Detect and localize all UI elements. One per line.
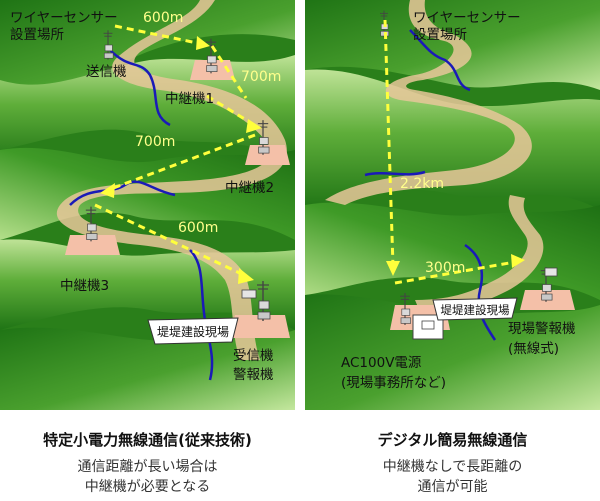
left-distance-label-1: 600m bbox=[143, 10, 183, 26]
site-office-window-icon bbox=[421, 320, 435, 330]
direct-link-arrow bbox=[383, 19, 395, 267]
right-caption-title: デジタル簡易無線通信 bbox=[377, 431, 528, 449]
left-mountain-road bbox=[56, 0, 287, 360]
relay2-label: 中継機2 bbox=[225, 180, 274, 196]
hop3-arrowhead-icon bbox=[100, 183, 115, 198]
right-caption-description: 中継機なしで長距離の 通信が可能 bbox=[305, 457, 600, 497]
right-mountain-road-upper bbox=[325, 0, 532, 205]
right-terrain-illustration: ワイヤーセンサー設置場所 現場警報機 (無線式) AC100V電源 (現場事務所など… bbox=[305, 0, 600, 410]
left-construction-site-sign bbox=[147, 317, 239, 345]
hop2-arrow bbox=[210, 45, 248, 99]
left-hill-middle bbox=[0, 147, 295, 240]
relay1-label: 中継機1 bbox=[165, 91, 214, 107]
label-line: AC100V電源 bbox=[341, 355, 422, 371]
right-sensor-site-label: ワイヤーセンサー設置場所 bbox=[413, 10, 521, 43]
receiver-label: 受信機警報機 bbox=[233, 348, 274, 383]
label-line: 現場警報機 bbox=[508, 321, 576, 337]
hop2b-arrow bbox=[206, 94, 257, 128]
left-panel-scene: ワイヤーセンサー設置場所 送信機 中継機1 中継機2 中継機3 受信機警報機 6… bbox=[0, 0, 295, 410]
left-hill-bottom bbox=[0, 327, 295, 410]
power-source-label: AC100V電源 (現場事務所など) bbox=[341, 355, 446, 391]
hop4-arrow bbox=[94, 203, 247, 278]
transmitter-label: 送信機 bbox=[86, 64, 127, 80]
right-hill-upper bbox=[305, 69, 600, 211]
right-distance-label-2: 300m bbox=[425, 260, 465, 276]
relay2-pad bbox=[245, 145, 290, 165]
left-river-upper bbox=[109, 49, 171, 127]
relay3-label: 中継機3 bbox=[60, 278, 109, 294]
label-line: 受信機 bbox=[233, 348, 274, 364]
left-caption-line-2: 中継機が必要となる bbox=[84, 479, 211, 495]
right-river-middle bbox=[364, 170, 426, 177]
left-river-middle bbox=[69, 180, 176, 206]
left-terrain-illustration: ワイヤーセンサー設置場所 送信機 中継機1 中継機2 中継機3 受信機警報機 6… bbox=[0, 0, 295, 410]
hop4-arrowhead-icon bbox=[238, 268, 254, 284]
left-distance-label-3: 700m bbox=[135, 134, 175, 150]
label-line: 設置場所 bbox=[413, 27, 467, 43]
left-sensor-site-label: ワイヤーセンサー設置場所 bbox=[10, 10, 118, 43]
left-hill-upper bbox=[0, 55, 295, 165]
relay3-pad bbox=[65, 235, 120, 255]
hop2-arrowhead-icon bbox=[246, 119, 262, 133]
right-distance-label-1: 2.2km bbox=[400, 176, 444, 192]
left-caption-title: 特定小電力無線通信(従来技術) bbox=[43, 431, 252, 449]
left-distance-label-2: 700m bbox=[241, 69, 281, 85]
label-line: 設置場所 bbox=[10, 27, 64, 43]
hop3-arrow bbox=[107, 133, 256, 192]
hop1-arrow bbox=[114, 24, 203, 46]
site-link-arrowhead-icon bbox=[511, 254, 525, 268]
right-site-sign-text: 堤堤建設現場 bbox=[441, 303, 510, 317]
right-caption-line-1: 中継機なしで長距離の bbox=[382, 459, 523, 475]
label-line: 警報機 bbox=[233, 367, 274, 383]
hop1-arrowhead-icon bbox=[196, 36, 210, 50]
right-panel-scene: ワイヤーセンサー設置場所 現場警報機 (無線式) AC100V電源 (現場事務所など… bbox=[305, 0, 600, 410]
left-caption-description: 通信距離が長い場合は 中継機が必要となる bbox=[0, 457, 295, 497]
label-line: ワイヤーセンサー bbox=[10, 10, 118, 26]
left-distance-label-4: 600m bbox=[178, 220, 218, 236]
label-line: ワイヤーセンサー bbox=[413, 10, 521, 26]
receiver-alarm-speaker-icon bbox=[241, 289, 257, 299]
direct-link-arrowhead-icon bbox=[386, 261, 400, 276]
right-hill-bottom bbox=[305, 294, 600, 410]
right-river-upper bbox=[409, 29, 471, 92]
receiver-pad bbox=[230, 315, 290, 338]
right-construction-site-sign bbox=[432, 297, 518, 321]
site-alarm-label: 現場警報機 (無線式) bbox=[508, 321, 576, 357]
right-caption-line-2: 通信が可能 bbox=[417, 479, 488, 495]
right-alarm-speaker-icon bbox=[544, 267, 558, 277]
label-line: (現場事務所など) bbox=[341, 375, 446, 391]
right-river-lower bbox=[464, 243, 497, 341]
left-caption-line-1: 通信距離が長い場合は bbox=[77, 459, 218, 475]
right-mountain-road-lower bbox=[415, 195, 544, 312]
label-line: (無線式) bbox=[508, 341, 559, 357]
left-site-sign-text: 堤堤建設現場 bbox=[157, 324, 229, 339]
site-link-arrow bbox=[394, 260, 516, 285]
